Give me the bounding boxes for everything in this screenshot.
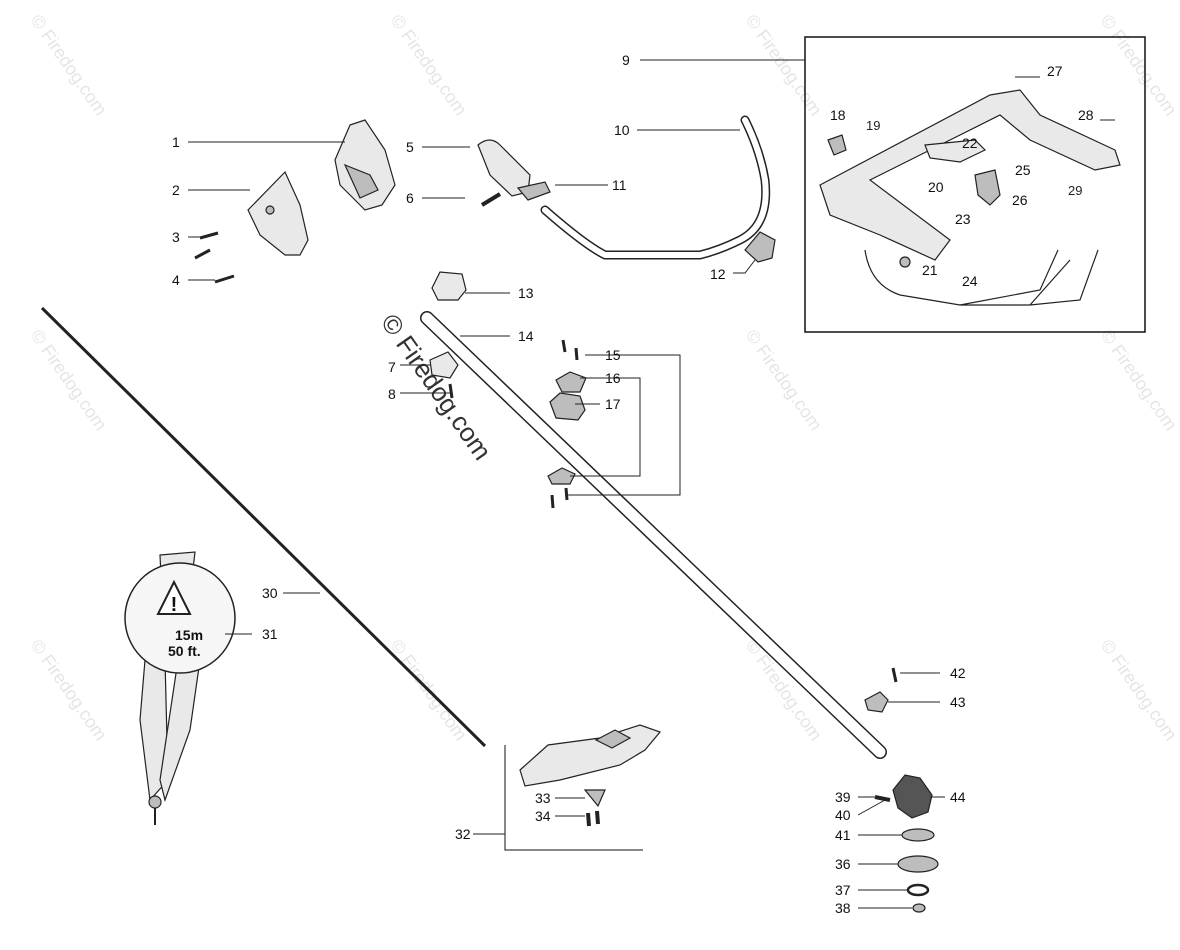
part-7-bracket <box>429 351 459 379</box>
part-17-throttle-block <box>549 392 586 421</box>
part-22-trigger <box>924 139 987 163</box>
part-13-clamp <box>431 271 467 301</box>
callout-11: 11 <box>612 177 627 193</box>
part-38-nut <box>912 903 926 913</box>
watermark: © Firedog.com <box>742 11 826 119</box>
callout-38: 38 <box>835 900 851 916</box>
callout-3: 3 <box>172 229 180 245</box>
callout-36: 36 <box>835 856 851 872</box>
part-10-loop-inner <box>542 117 769 258</box>
callout-18: 18 <box>830 107 846 123</box>
part-23-handle <box>819 89 1121 261</box>
part-36-washer <box>897 855 939 873</box>
part-41-washer <box>901 828 935 842</box>
watermark: © Firedog.com <box>1097 326 1180 434</box>
callout-31: 31 <box>262 626 278 642</box>
callout-17: 17 <box>605 396 621 412</box>
callout-32: 32 <box>455 826 471 842</box>
watermark: © Firedog.com <box>27 326 111 434</box>
part-18-switch <box>827 134 847 156</box>
part-12-knob <box>744 231 776 263</box>
part-26-lever <box>974 169 1001 206</box>
callout-26: 26 <box>1012 192 1028 208</box>
callout-39: 39 <box>835 789 851 805</box>
callout-37: 37 <box>835 882 851 898</box>
part-1-detail <box>343 163 379 199</box>
watermark: © Firedog.com <box>1097 636 1180 744</box>
part-33-plate <box>583 789 606 808</box>
part-37-ring <box>906 883 930 897</box>
decal-distance-m: 15m <box>175 627 203 643</box>
decal-distance-ft: 50 ft. <box>168 643 201 659</box>
part-2-cover <box>247 170 309 256</box>
callout-19: 19 <box>866 118 880 133</box>
callout-33: 33 <box>535 790 551 806</box>
callout-24: 24 <box>962 273 978 289</box>
leader-lines <box>188 59 1115 909</box>
watermark: © Firedog.com <box>1097 11 1180 119</box>
part-15-screws <box>550 339 579 509</box>
part-39-screw <box>874 795 891 802</box>
handle-assembly-box <box>804 36 1146 333</box>
callout-25: 25 <box>1015 162 1031 178</box>
watermark: © Firedog.com <box>742 326 826 434</box>
callout-9: 9 <box>622 52 630 68</box>
part-16-clip <box>555 371 587 393</box>
svg-text:!: ! <box>171 594 178 616</box>
part-34-screws <box>586 810 600 827</box>
part-32-bracket <box>504 745 643 851</box>
callout-7: 7 <box>388 359 396 375</box>
callout-6: 6 <box>406 190 414 206</box>
callout-12: 12 <box>710 266 726 282</box>
callout-labels: 1 2 3 4 5 6 7 8 9 10 11 12 13 14 15 16 1… <box>172 52 1094 916</box>
callout-1: 1 <box>172 134 180 150</box>
part-30-drive-shaft <box>40 306 487 748</box>
callout-14: 14 <box>518 328 534 344</box>
callout-20: 20 <box>928 179 944 195</box>
part-31-harness: ! 15m 50 ft. <box>124 551 236 825</box>
part-8-screw <box>448 383 454 399</box>
callout-2: 2 <box>172 182 180 198</box>
callout-27: 27 <box>1047 63 1063 79</box>
part-9-handle-assembly <box>819 89 1121 306</box>
part-32-shield <box>519 724 662 787</box>
callout-23: 23 <box>955 211 971 227</box>
callout-4: 4 <box>172 272 180 288</box>
part-43-clamp <box>864 691 889 713</box>
part-44-gearhead <box>892 774 933 819</box>
callout-10: 10 <box>614 122 630 138</box>
callout-29: 29 <box>1068 183 1082 198</box>
callout-43: 43 <box>950 694 966 710</box>
watermark: © Firedog.com <box>387 11 471 119</box>
part-1-cover <box>334 119 396 211</box>
callout-15: 15 <box>605 347 621 363</box>
callout-40: 40 <box>835 807 851 823</box>
callout-13: 13 <box>518 285 534 301</box>
callout-41: 41 <box>835 827 851 843</box>
part-2-hole <box>265 205 275 215</box>
callout-22: 22 <box>962 135 978 151</box>
part-14-shaft-inner <box>421 312 886 758</box>
part-42-screw <box>891 667 898 683</box>
callout-34: 34 <box>535 808 551 824</box>
callout-28: 28 <box>1078 107 1094 123</box>
callout-30: 30 <box>262 585 278 601</box>
part-5-grip <box>477 139 531 197</box>
callout-5: 5 <box>406 139 414 155</box>
watermark: © Firedog.com <box>27 636 111 744</box>
part-4-screw <box>214 274 235 284</box>
callout-44: 44 <box>950 789 966 805</box>
part-11-clamp <box>516 181 551 201</box>
part-6-screw <box>480 192 502 207</box>
part-24-wiring <box>864 249 1099 306</box>
part-16-clip-lower <box>547 467 576 485</box>
callout-16: 16 <box>605 370 621 386</box>
watermark: © Firedog.com <box>27 11 111 119</box>
callout-21: 21 <box>922 262 938 278</box>
callout-42: 42 <box>950 665 966 681</box>
callout-8: 8 <box>388 386 396 402</box>
part-21-nut <box>899 256 911 268</box>
